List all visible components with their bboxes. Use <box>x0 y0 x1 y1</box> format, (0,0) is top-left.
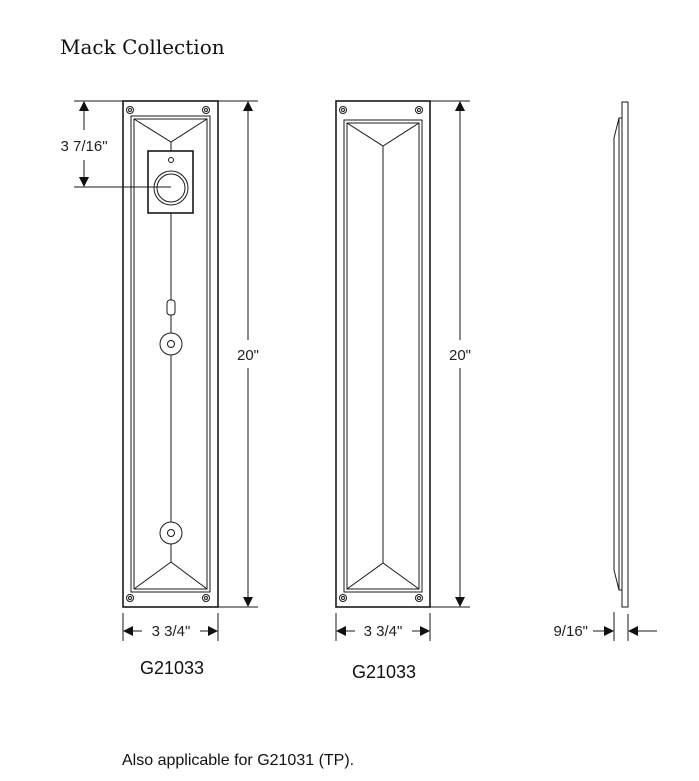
side-view <box>613 101 629 608</box>
label-backing <box>446 347 474 364</box>
screw-icon <box>126 106 210 602</box>
model-label: G21033 <box>140 658 204 678</box>
screw-icon <box>339 106 423 602</box>
label-backing <box>551 623 590 640</box>
knob-offset-label: 3 7/16" <box>60 138 107 155</box>
label-backing <box>149 623 193 640</box>
applicability-note: Also applicable for G21031 (TP). <box>122 752 354 769</box>
dimension-width-left: 3 3/4" <box>122 613 219 641</box>
bevel-profile <box>613 117 622 591</box>
deadbolt-slot <box>166 299 176 316</box>
label-backing <box>361 623 405 640</box>
width-label: 3 3/4" <box>364 623 403 640</box>
front-view-with-knob <box>122 100 219 608</box>
page-title: Mack Collection <box>60 35 225 59</box>
dimension-width-middle: 3 3/4" <box>335 613 431 641</box>
plate-outline <box>335 100 431 608</box>
width-label: 3 3/4" <box>152 623 191 640</box>
model-label: G21033 <box>352 662 416 682</box>
cylinder-rose <box>159 521 183 545</box>
plate-outline <box>122 100 219 608</box>
dimension-3-7-16: 3 7/16" <box>58 100 171 188</box>
depth-label: 9/16" <box>553 623 588 640</box>
plate-inner-bevel <box>343 119 423 593</box>
plate-profile <box>621 101 629 608</box>
dimension-depth: 9/16" <box>551 612 657 641</box>
dimension-height-middle: 20" <box>430 100 474 608</box>
label-backing <box>58 138 110 155</box>
dimension-height-left: 20" <box>218 100 262 608</box>
front-view-blank <box>335 100 431 608</box>
thumb-hole <box>168 157 174 163</box>
knob <box>153 170 189 206</box>
height-label: 20" <box>449 347 471 364</box>
cylinder-rose <box>159 332 183 356</box>
height-label: 20" <box>237 347 259 364</box>
plate-inner-bevel <box>130 115 211 593</box>
label-backing <box>234 347 262 364</box>
